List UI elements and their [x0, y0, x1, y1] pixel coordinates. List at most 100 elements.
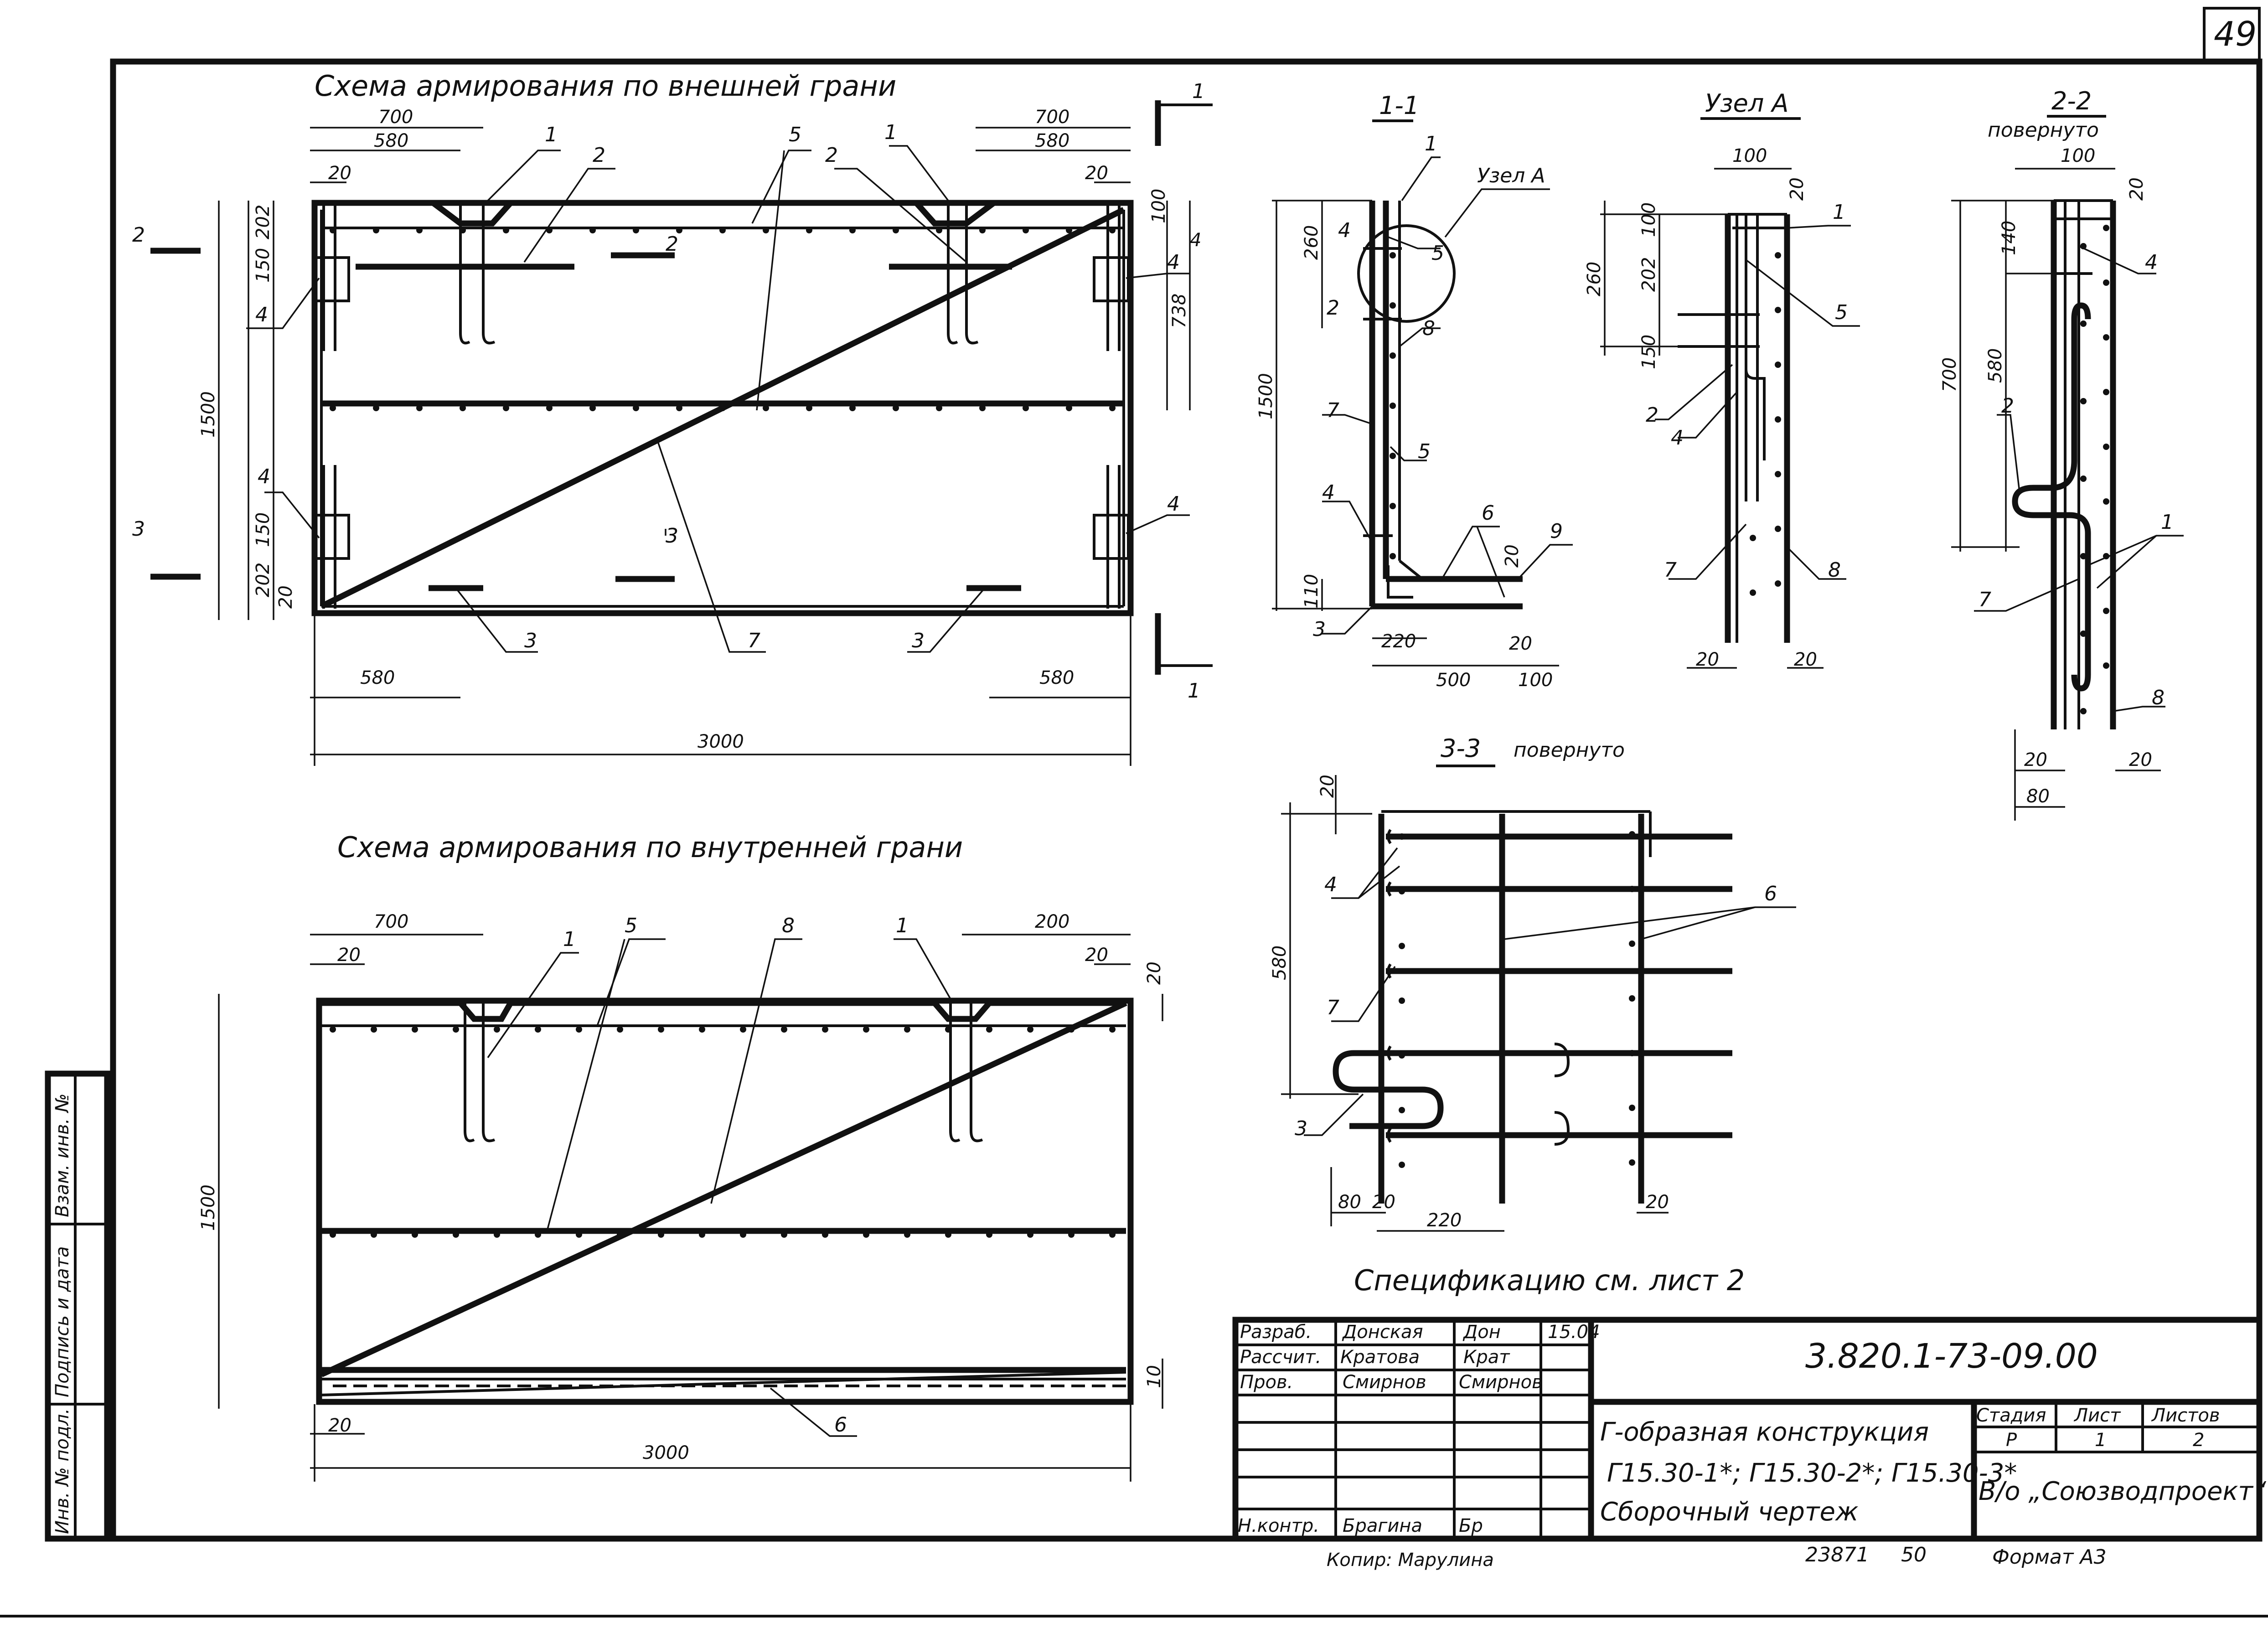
rebar-dot — [986, 1026, 992, 1033]
rebar-dot — [589, 405, 596, 411]
rebar-dot — [535, 1231, 541, 1238]
rebar-dot — [1109, 1026, 1116, 1033]
rebar-dot — [330, 227, 336, 233]
rebar-dot — [2080, 475, 2087, 482]
dim-150-bot: 150 — [253, 512, 274, 547]
rebar-dot — [904, 1026, 910, 1033]
rebar-dot — [699, 1026, 705, 1033]
tb-sheet-label: Лист — [2073, 1405, 2121, 1426]
rebar-dot — [1775, 252, 1781, 258]
sec2-dim-20-top: 20 — [2126, 177, 2147, 201]
rebar-dot — [2103, 662, 2109, 669]
rebar-dot — [945, 1231, 951, 1238]
rebar-dot — [1390, 503, 1396, 509]
rebar-dot — [412, 1231, 418, 1238]
sec2-pos-2: 2 — [2001, 394, 2014, 418]
cut-mark-2-inline: 2 — [666, 233, 678, 256]
rebar-dot — [373, 405, 379, 411]
outer-scheme-title: Схема армирования по внешней грани — [315, 69, 896, 103]
sec1-pos-5a: 5 — [1431, 242, 1444, 265]
sec1-dim-20-b: 20 — [1502, 544, 1523, 568]
tb-role-2: Пров. — [1240, 1372, 1293, 1393]
rebar-dot — [494, 1026, 500, 1033]
dim-202-top: 202 — [253, 205, 274, 239]
rebar-dot — [453, 1231, 459, 1238]
rebar-dot — [2103, 225, 2109, 231]
outer-pos-4a: 4 — [255, 303, 268, 326]
outer-pos-1a: 1 — [545, 123, 558, 146]
tb-doc-code: 3.820.1-73-09.00 — [1805, 1337, 2098, 1376]
tb-name-1: Кратова — [1340, 1347, 1420, 1368]
tb-sign-2: Смирнов — [1459, 1372, 1543, 1393]
sec1-pos-7: 7 — [1327, 399, 1339, 422]
rebar-dot — [1390, 252, 1396, 258]
outer-pos-1b: 1 — [884, 121, 897, 144]
tb-name-2: Смирнов — [1343, 1372, 1426, 1393]
cut-mark-1-bot: 1 — [1188, 679, 1200, 703]
dim-150-top: 150 — [253, 248, 274, 283]
inner-dim-200: 200 — [1035, 911, 1069, 932]
rebar-dot — [822, 1231, 828, 1238]
sheet-frame — [0, 7, 2268, 1617]
rebar-dot — [1775, 526, 1781, 532]
sec3-dim-20-a: 20 — [1372, 1192, 1395, 1213]
rebar-dot — [1775, 307, 1781, 313]
nodea-dim-100: 100 — [1732, 145, 1767, 166]
rebar-dot — [371, 1231, 377, 1238]
sheet-format: Формат А3 — [1992, 1545, 2107, 1569]
sec2-pos-7: 7 — [1979, 588, 1991, 611]
outer-pos-4d: 4 — [1167, 492, 1180, 516]
tb-sheet: 1 — [2095, 1430, 2106, 1451]
section-3-title: 3-3 — [1441, 734, 1481, 763]
rebar-dot — [503, 405, 509, 411]
bar-end — [1387, 829, 1392, 844]
nodea-dim-20-right: 20 — [1794, 649, 1817, 670]
tb-sheets: 2 — [2193, 1430, 2204, 1451]
dim-580-right: 580 — [1035, 130, 1069, 151]
sec3-dim-20-top: 20 — [1317, 775, 1338, 798]
rebar-dot — [330, 405, 336, 411]
inner-pos-5: 5 — [625, 914, 637, 937]
dim-1500: 1500 — [198, 391, 219, 438]
sec2-dim-20-l: 20 — [2024, 749, 2047, 770]
nodea-pos-2: 2 — [1646, 403, 1658, 427]
tb-title-3: Сборочный чертеж — [1600, 1497, 1858, 1527]
page-number: 49 — [2214, 15, 2257, 54]
rebar-dot — [2080, 320, 2087, 327]
nodea-dim-20-top: 20 — [1787, 177, 1808, 201]
nodea-pos-8: 8 — [1828, 558, 1841, 582]
dim-202-bot: 202 — [253, 563, 274, 597]
inner-scheme-title: Схема армирования по внутренней грани — [337, 831, 963, 864]
rebar-dot — [1750, 589, 1756, 596]
sec1-node-a: Узел А — [1477, 164, 1545, 187]
rebar-dot — [781, 1026, 787, 1033]
dim-20-right: 20 — [1085, 163, 1108, 184]
sec2-dim-80: 80 — [2026, 786, 2050, 807]
sec1-pos-6: 6 — [1482, 501, 1494, 525]
rebar-dot — [494, 1231, 500, 1238]
outer-pos-3a: 3 — [524, 629, 537, 652]
rebar-dot — [1109, 1231, 1116, 1238]
spec-note: Спецификацию см. лист 2 — [1354, 1264, 1745, 1297]
sec2-dim-700: 700 — [1939, 357, 1960, 392]
cut-mark-3: 3 — [132, 517, 145, 541]
rebar-dot — [1390, 403, 1396, 409]
rebar-dot — [2103, 389, 2109, 395]
section-3-note: повернуто — [1514, 739, 1625, 762]
sec2-dim-140: 140 — [1999, 221, 2020, 255]
sec3-pos-7: 7 — [1327, 996, 1339, 1019]
rebar-dot — [1775, 362, 1781, 368]
rebar-dot — [416, 227, 423, 233]
section-2-2: 2-2 повернуто 100 20 140 700 580 20 20 8… — [1939, 87, 2184, 821]
side-stamp-inv-swap: Взам. инв. № — [52, 1093, 73, 1217]
dim-20-left: 20 — [328, 163, 351, 184]
sec1-pos-4: 4 — [1338, 219, 1351, 242]
inner-dim-700: 700 — [374, 911, 408, 932]
rebar-dot — [1390, 453, 1396, 459]
nodea-pos-1: 1 — [1833, 201, 1845, 224]
copied-by: Копир: Марулина — [1327, 1550, 1494, 1571]
rebar-dot — [1629, 1050, 1635, 1056]
rebar-dot — [1399, 1162, 1405, 1168]
rebar-dot — [1629, 1105, 1635, 1111]
outer-face-scheme: Схема армирования по внешней грани — [132, 69, 1213, 766]
